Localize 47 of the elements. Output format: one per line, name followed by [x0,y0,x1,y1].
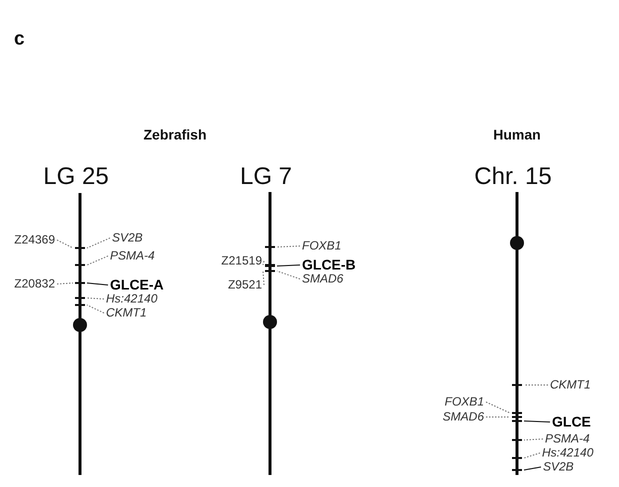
leader-line [262,260,264,266]
gene-label: SV2B [112,231,143,245]
leader-line [524,466,542,470]
leader-line [276,264,300,266]
gene-label: CKMT1 [550,378,591,392]
gene-label: CKMT1 [106,306,147,320]
marker-label: Z21519 [221,254,262,268]
gene-label: Hs:42140 [542,446,594,460]
leader-line [524,438,544,440]
leader-line [262,270,264,286]
gene-label: FOXB1 [302,239,342,253]
leader-line [86,238,110,248]
marker-label: Z20832 [14,277,55,291]
gene-label: Hs:42140 [106,292,158,306]
leader-line [86,282,108,286]
marker-label: Z24369 [14,233,55,247]
gene-label: SV2B [543,460,574,474]
gene-label: SMAD6 [302,272,344,286]
gene-label: PSMA-4 [545,432,590,446]
leader-line [86,256,108,266]
chromosome-heading: LG 25 [43,164,109,190]
leader-line [276,246,300,248]
leader-line [56,240,74,248]
leader-line [86,298,104,300]
chromosome-drawing [263,192,277,475]
gene-label: FOXB1 [444,395,484,409]
chromosome-drawing [510,192,524,475]
leader-line [486,402,510,414]
leader-line [86,304,104,314]
leader-line [56,282,74,284]
marker-label: Z9521 [228,278,262,292]
chromosome-drawing [73,193,87,475]
leader-line [486,416,510,418]
gene-label: GLCE [552,414,591,430]
group-heading: Zebrafish [144,127,206,143]
panel-letter: c [14,30,25,50]
leader-line [276,270,300,280]
gene-label: SMAD6 [442,410,484,424]
leader-line [524,384,548,386]
gene-label: GLCE-A [110,277,164,293]
leader-line [524,420,550,422]
gene-label: PSMA-4 [110,249,155,263]
chromosome-heading: LG 7 [240,164,292,190]
group-heading: Human [493,127,541,143]
leader-line [524,452,540,458]
chromosome-heading: Chr. 15 [474,164,552,190]
gene-label: GLCE-B [302,257,356,273]
